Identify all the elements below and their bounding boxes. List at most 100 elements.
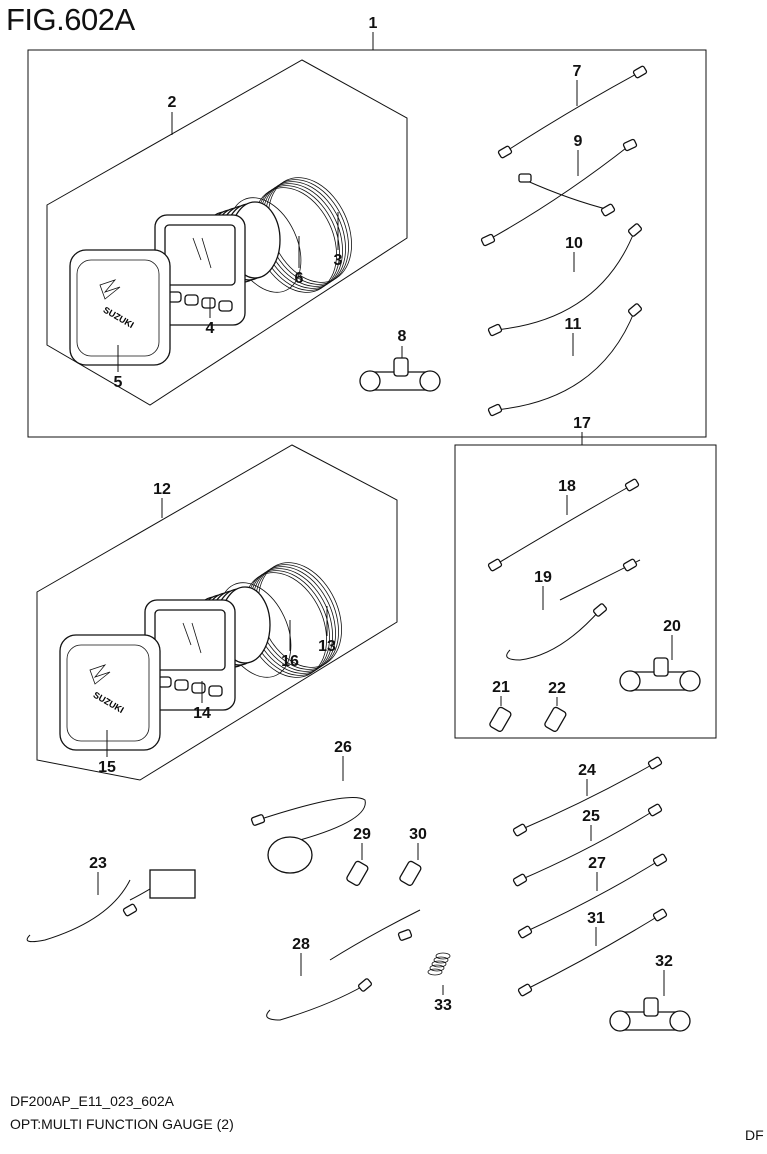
- part-number-label: 31: [587, 910, 605, 927]
- part-number-label: 8: [398, 328, 407, 345]
- tee-connector-20: [619, 657, 701, 692]
- cable-27: [517, 853, 668, 939]
- callout-14: 14: [193, 681, 211, 722]
- cable-25: [512, 803, 663, 887]
- part-number-label: 32: [655, 953, 673, 970]
- part-number-label: 7: [573, 63, 582, 80]
- spring-33: [427, 952, 451, 976]
- gauge-button: [201, 297, 216, 309]
- figure-caption: OPT:MULTI FUNCTION GAUGE (2): [10, 1116, 234, 1132]
- part-number-label: 13: [318, 638, 336, 655]
- callout-28: 28: [292, 936, 310, 976]
- gauge-button: [208, 685, 223, 697]
- part-number-label: 11: [565, 316, 582, 333]
- connector-icon: [517, 925, 533, 939]
- harness-9: [480, 138, 638, 247]
- part-number-label: 17: [573, 415, 591, 432]
- power-cable-28: [266, 909, 421, 1021]
- gauge-button: [174, 679, 189, 691]
- connector-icon: [397, 929, 413, 941]
- gauge-button: [218, 300, 233, 312]
- callout-32: 32: [655, 953, 673, 996]
- connector-icon: [647, 803, 663, 817]
- terminator-22: [544, 706, 567, 732]
- tee-connector-32: [609, 997, 691, 1032]
- connector-icon: [593, 603, 607, 617]
- connector-icon: [518, 173, 532, 183]
- part-number-label: 30: [409, 826, 427, 843]
- drawing-code: DF200AP_E11_023_602A: [10, 1093, 174, 1109]
- part-number-label: 20: [663, 618, 681, 635]
- gauge-button: [184, 294, 199, 306]
- callout-25: 25: [582, 808, 600, 841]
- kit-box-17: [454, 444, 717, 739]
- callout-15: 15: [98, 730, 116, 776]
- part-number-label: 16: [281, 653, 299, 670]
- connector-icon: [512, 823, 528, 837]
- terminator-29: [346, 860, 369, 886]
- gauge-screen: [164, 224, 236, 286]
- connector-icon: [517, 983, 533, 997]
- connector-icon: [628, 223, 642, 237]
- backbone-cable-7: [497, 65, 648, 159]
- part-number-label: 29: [353, 826, 371, 843]
- connector-icon: [632, 65, 648, 79]
- callout-11: 11: [565, 316, 582, 356]
- callout-27: 27: [588, 855, 606, 891]
- callout-4: 4: [206, 298, 215, 337]
- callout-20: 20: [663, 618, 681, 660]
- callout-33: 33: [434, 985, 452, 1014]
- connector-icon: [512, 873, 528, 887]
- backbone-cable-18: [487, 478, 640, 572]
- part-number-label: 21: [492, 679, 510, 696]
- part-number-label: 5: [114, 374, 123, 391]
- part-number-label: 23: [89, 855, 107, 872]
- connector-icon: [622, 138, 638, 152]
- kit-box-1: [27, 49, 707, 438]
- part-number-label: 18: [558, 478, 576, 495]
- callout-19: 19: [534, 569, 552, 610]
- gauge-cover: [59, 634, 161, 751]
- connector-icon: [487, 323, 503, 337]
- connector-icon: [600, 203, 616, 217]
- callout-30: 30: [409, 826, 427, 860]
- connector-icon: [487, 558, 503, 572]
- gauge-screen: [154, 609, 226, 671]
- callout-22: 22: [548, 680, 566, 706]
- part-number-label: 4: [206, 320, 215, 337]
- power-cable-19: [506, 558, 641, 661]
- connector-icon: [122, 903, 138, 917]
- callout-7: 7: [573, 63, 582, 106]
- connector-icon: [652, 908, 668, 922]
- part-number-label: 12: [153, 481, 171, 498]
- callout-10: 10: [565, 235, 583, 272]
- sensor-cable-26: [250, 797, 366, 841]
- connector-icon: [628, 303, 642, 317]
- connector-icon: [480, 233, 496, 247]
- part-number-label: 26: [334, 739, 352, 756]
- part-number-label: 9: [574, 133, 583, 150]
- part-number-label: 3: [334, 252, 343, 269]
- cable-24: [512, 756, 663, 837]
- part-number-label: 2: [168, 94, 177, 111]
- gps-module-23: [149, 869, 196, 899]
- callout-9: 9: [574, 133, 583, 176]
- connector-icon: [622, 558, 638, 572]
- callout-29: 29: [353, 826, 371, 860]
- suzuki-logo-icon: [89, 664, 111, 685]
- sensor-puck-26: [267, 836, 313, 874]
- figure-title: FIG.602A: [6, 2, 135, 37]
- terminator-30: [399, 860, 422, 886]
- callout-2: 2: [168, 94, 177, 135]
- callout-18: 18: [558, 478, 576, 515]
- gauge-assembly-2: SUZUKI: [69, 177, 352, 366]
- cable-31: [517, 908, 668, 997]
- gauge-assembly-12: SUZUKI: [59, 562, 342, 751]
- harness-11: [487, 303, 642, 417]
- part-number-label: 14: [193, 705, 211, 722]
- part-number-label: 6: [295, 270, 304, 287]
- gauge-set-outline-12: [36, 444, 398, 781]
- callout-16: 16: [281, 620, 299, 670]
- part-number-label: 27: [588, 855, 606, 872]
